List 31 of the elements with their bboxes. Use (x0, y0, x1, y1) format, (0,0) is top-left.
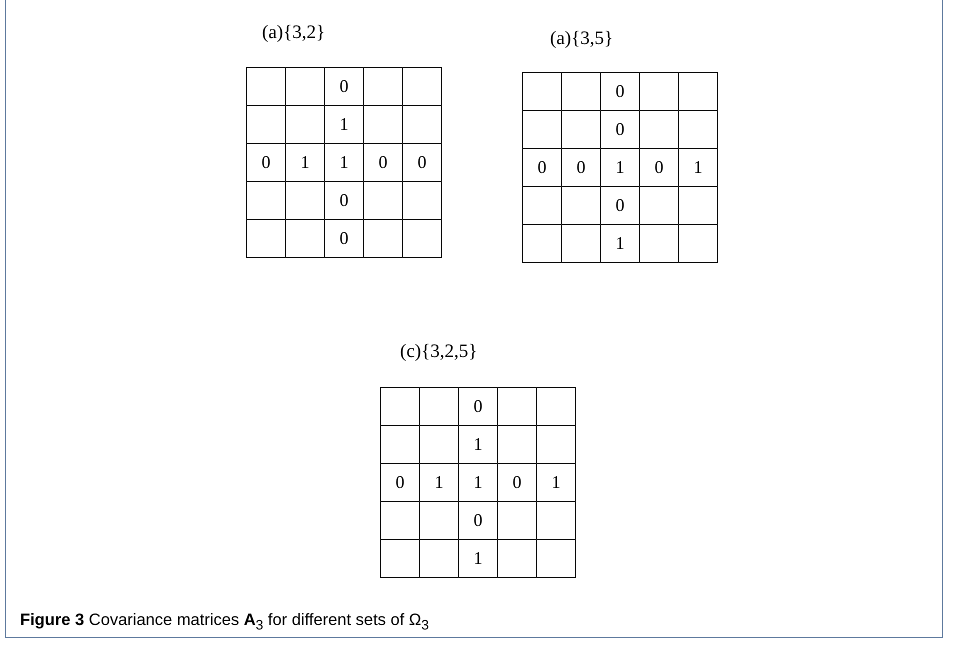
matrix-title: (a){3,2} (262, 22, 326, 44)
matrix-cell: 0 (600, 72, 640, 110)
matrix-cell: 0 (380, 464, 420, 502)
matrix-title: (a){3,5} (550, 28, 614, 50)
matrix-cell: 1 (458, 464, 498, 502)
matrix-cell: 0 (600, 186, 640, 224)
matrix-cell: 1 (324, 144, 364, 182)
matrix-cell: 0 (324, 220, 364, 258)
matrix-cell: 1 (458, 540, 498, 578)
matrix-cell: 0 (498, 464, 536, 502)
matrix-cell: 0 (246, 144, 286, 182)
matrix-cell: 1 (536, 464, 576, 502)
matrix-cell: 0 (324, 68, 364, 106)
figure-caption: Figure 3 Covariance matrices A$_{3}$ for different sets of Ω$_{3}$ (20, 611, 429, 632)
matrix-cell: 1 (600, 148, 640, 186)
matrix-title: (c){3,2,5} (400, 341, 478, 363)
matrix-cell: 1 (678, 148, 718, 186)
matrix-cell: 0 (402, 144, 442, 182)
matrix-cell: 0 (458, 502, 498, 540)
matrix-cell: 1 (420, 464, 458, 502)
matrix-cell: 0 (600, 110, 640, 148)
matrix-cell: 1 (458, 426, 498, 464)
matrix-cell: 0 (458, 388, 498, 426)
matrix-cell: 1 (324, 106, 364, 144)
matrix-cell: 0 (324, 182, 364, 220)
matrix-cell: 0 (364, 144, 402, 182)
matrix-cell: 0 (522, 148, 562, 186)
matrix-cell: 1 (286, 144, 324, 182)
matrix-cell: 0 (562, 148, 600, 186)
matrix-cell: 0 (640, 148, 678, 186)
matrix-cell: 1 (600, 224, 640, 262)
